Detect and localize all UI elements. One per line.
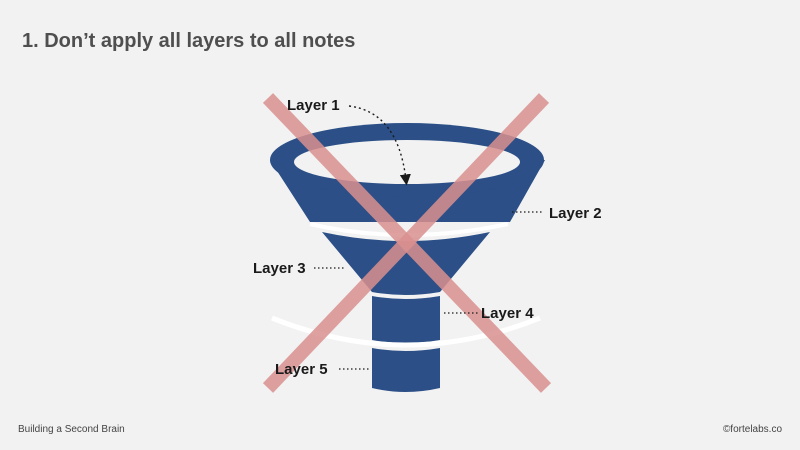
cross-line-b	[262, 93, 550, 393]
footer-copyright: ©fortelabs.co	[722, 424, 782, 435]
funnel-spout-upper	[372, 296, 440, 343]
layer-1-label: Layer 1	[287, 97, 340, 114]
slide-title: 1. Don’t apply all layers to all notes	[22, 30, 356, 52]
layer-2-label: Layer 2	[549, 205, 602, 222]
layer-3-label: Layer 3	[253, 260, 306, 277]
footer-course-name: Building a Second Brain	[18, 424, 125, 435]
layer-4-arc	[271, 315, 541, 348]
layer-5-label: Layer 5	[275, 361, 328, 378]
layer-1-arrow	[348, 105, 411, 186]
funnel-spout-lower	[372, 348, 440, 392]
layer-4-label: Layer 4	[481, 305, 534, 322]
